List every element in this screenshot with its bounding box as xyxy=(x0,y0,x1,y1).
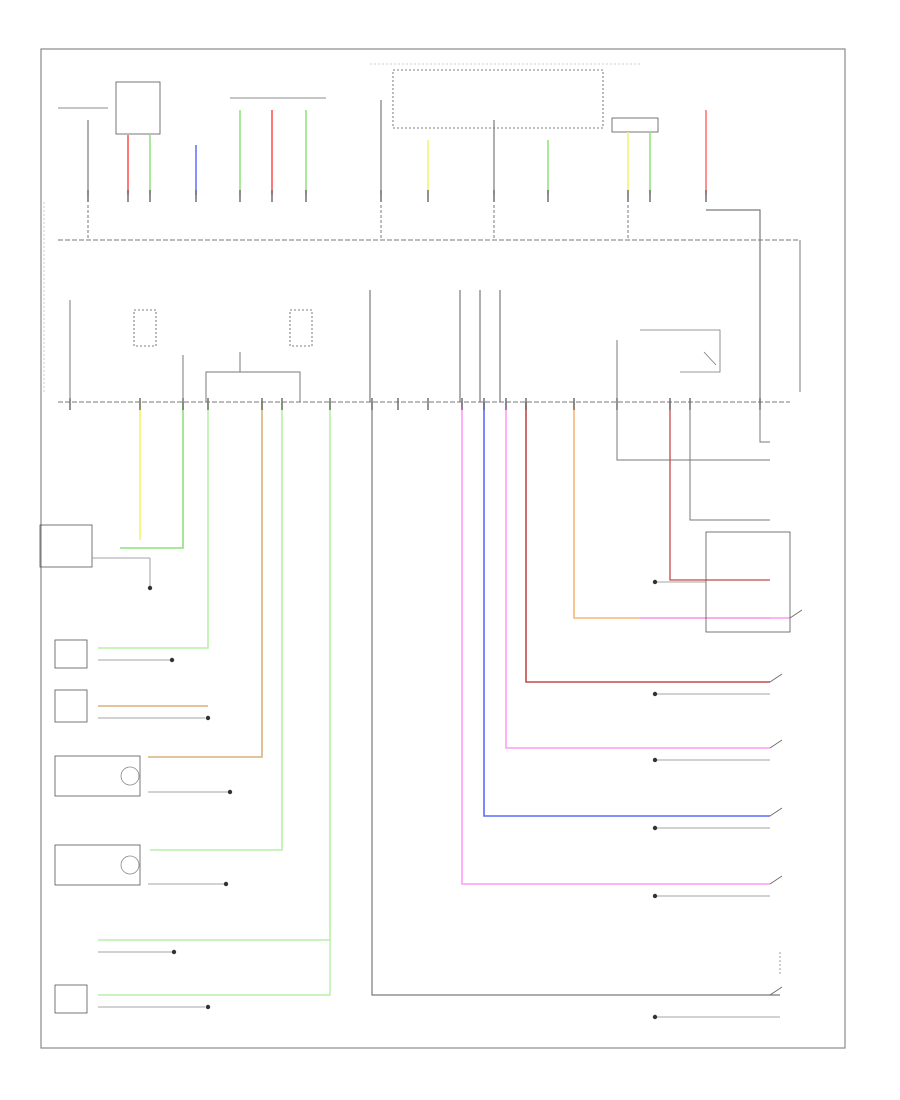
top-block-2 xyxy=(392,69,604,129)
wire-green-low-4 xyxy=(98,402,331,941)
mid-switch-arm xyxy=(703,351,717,366)
wire-pink-low xyxy=(505,402,770,749)
wire-darkred-low xyxy=(525,402,770,683)
gnd-dot-9 xyxy=(652,757,658,763)
mid-block-2 xyxy=(289,309,313,347)
wire-right-low-4 xyxy=(759,402,770,443)
gnd-dot-13 xyxy=(652,579,658,585)
switch-6 xyxy=(789,609,803,619)
gnd-dot-11 xyxy=(652,893,658,899)
wire-orange-low xyxy=(573,402,770,619)
wire-green-low-1 xyxy=(120,402,184,549)
wire-violet-low xyxy=(461,402,770,885)
bus-ticks xyxy=(69,398,761,410)
bulb-1 xyxy=(120,766,140,786)
gnd-dot-5 xyxy=(171,949,177,955)
top-block-3 xyxy=(611,117,659,133)
left-box-4 xyxy=(54,755,141,797)
diagram-border xyxy=(40,48,846,1049)
gnd-dot-12 xyxy=(652,1014,658,1020)
switch-1 xyxy=(769,673,783,683)
mid-switch xyxy=(640,329,721,373)
wire-green-low-5 xyxy=(98,940,331,996)
gnd-dot-3 xyxy=(227,789,233,795)
gnd-dot-1 xyxy=(169,657,175,663)
wire-mid-6 xyxy=(205,371,301,402)
switch-3 xyxy=(769,807,783,817)
wire-right-low-2 xyxy=(669,402,770,581)
wire-right-low-1 xyxy=(616,402,770,461)
wire-green-low-2 xyxy=(98,402,209,649)
switch-4 xyxy=(769,875,783,885)
wire-tan-low xyxy=(148,402,263,758)
gnd-dot-10 xyxy=(652,825,658,831)
gnd-dot-7 xyxy=(147,585,153,591)
right-box xyxy=(705,531,791,633)
gnd-dot-4 xyxy=(223,881,229,887)
upper-bus-ticks xyxy=(87,190,707,202)
switch-5 xyxy=(769,986,783,996)
gnd-dot-6 xyxy=(205,1004,211,1010)
left-box-2 xyxy=(54,639,88,669)
gnd-dot-2 xyxy=(205,715,211,721)
wire-grey-low-long xyxy=(371,402,780,996)
left-box-1 xyxy=(39,524,93,568)
wire-right-low-3 xyxy=(689,402,770,521)
mid-block-1 xyxy=(133,309,157,347)
wire-navy-low xyxy=(483,402,770,817)
gnd-dot-8 xyxy=(652,691,658,697)
switch-2 xyxy=(769,739,783,749)
left-box-3 xyxy=(54,689,88,723)
wire-right-upper xyxy=(706,209,761,402)
wire-green-low-3 xyxy=(150,402,283,851)
left-box-6 xyxy=(54,984,88,1014)
top-block-1 xyxy=(115,81,161,135)
left-box-5 xyxy=(54,844,141,886)
bulb-2 xyxy=(120,855,140,875)
